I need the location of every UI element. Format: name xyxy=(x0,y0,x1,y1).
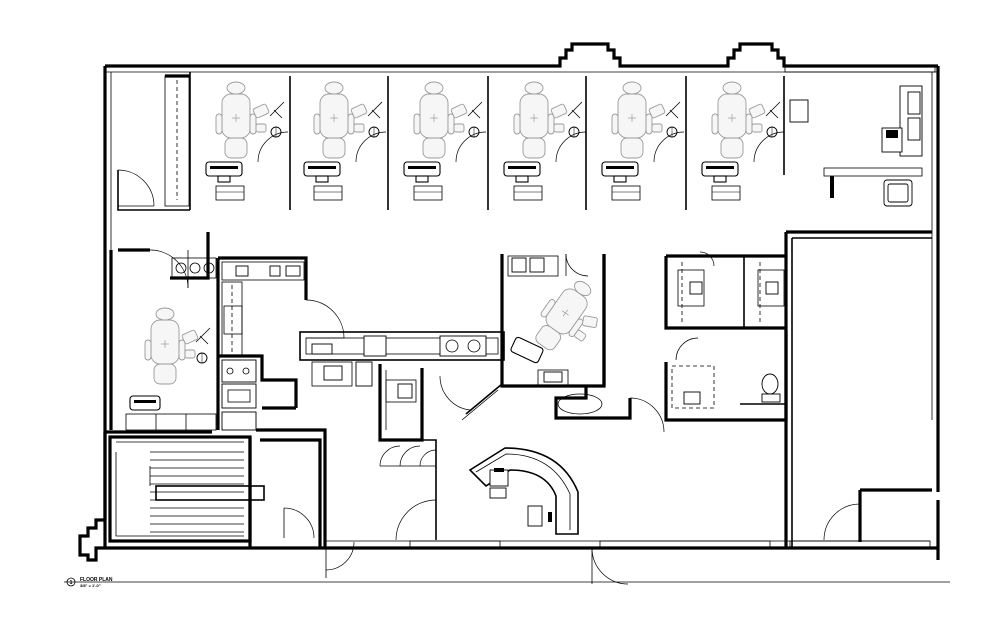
dental-chair-6 xyxy=(711,81,766,159)
delivery-unit-3 xyxy=(467,101,483,138)
stairwell xyxy=(103,432,322,548)
dental-chair-left xyxy=(144,307,199,385)
operatory-center xyxy=(500,253,665,433)
reception-desk xyxy=(325,447,629,585)
drawing-title: FLOOR PLAN xyxy=(80,577,113,583)
delivery-unit-2 xyxy=(367,101,383,138)
dentist-stool-2 xyxy=(303,161,343,201)
dental-operatories xyxy=(205,81,785,201)
lab-area xyxy=(789,85,923,207)
delivery-unit-left xyxy=(195,327,211,364)
title-marker-number: 1 xyxy=(70,580,73,586)
delivery-unit-1 xyxy=(269,101,285,138)
operatory-left xyxy=(105,250,217,434)
dental-chair-1 xyxy=(215,81,270,159)
exterior-walls xyxy=(78,42,940,562)
right-open-zone xyxy=(784,230,932,548)
dentist-stool-4 xyxy=(503,161,543,201)
title-block: 1 FLOOR PLAN 3/8" = 1'-0" xyxy=(64,577,950,588)
dental-chair-center xyxy=(535,280,598,351)
operatory-partitions xyxy=(117,72,785,211)
operatory-left-chair xyxy=(129,307,211,411)
interior-walls xyxy=(118,232,505,548)
dental-chair-4 xyxy=(513,81,568,159)
dental-chair-2 xyxy=(313,81,368,159)
dentist-stool-6 xyxy=(701,161,741,201)
dental-chair-3 xyxy=(413,81,468,159)
dental-chair-5 xyxy=(611,81,666,159)
dentist-stool-1 xyxy=(205,161,245,201)
dentist-stool-5 xyxy=(601,161,641,201)
delivery-unit-6 xyxy=(765,101,781,138)
delivery-unit-5 xyxy=(665,101,681,138)
drawing-scale: 3/8" = 1'-0" xyxy=(80,583,101,588)
dentist-stool-3 xyxy=(403,161,443,201)
operatory-center-chair xyxy=(510,280,598,387)
delivery-unit-4 xyxy=(567,101,583,138)
doctor-offices xyxy=(664,251,788,422)
